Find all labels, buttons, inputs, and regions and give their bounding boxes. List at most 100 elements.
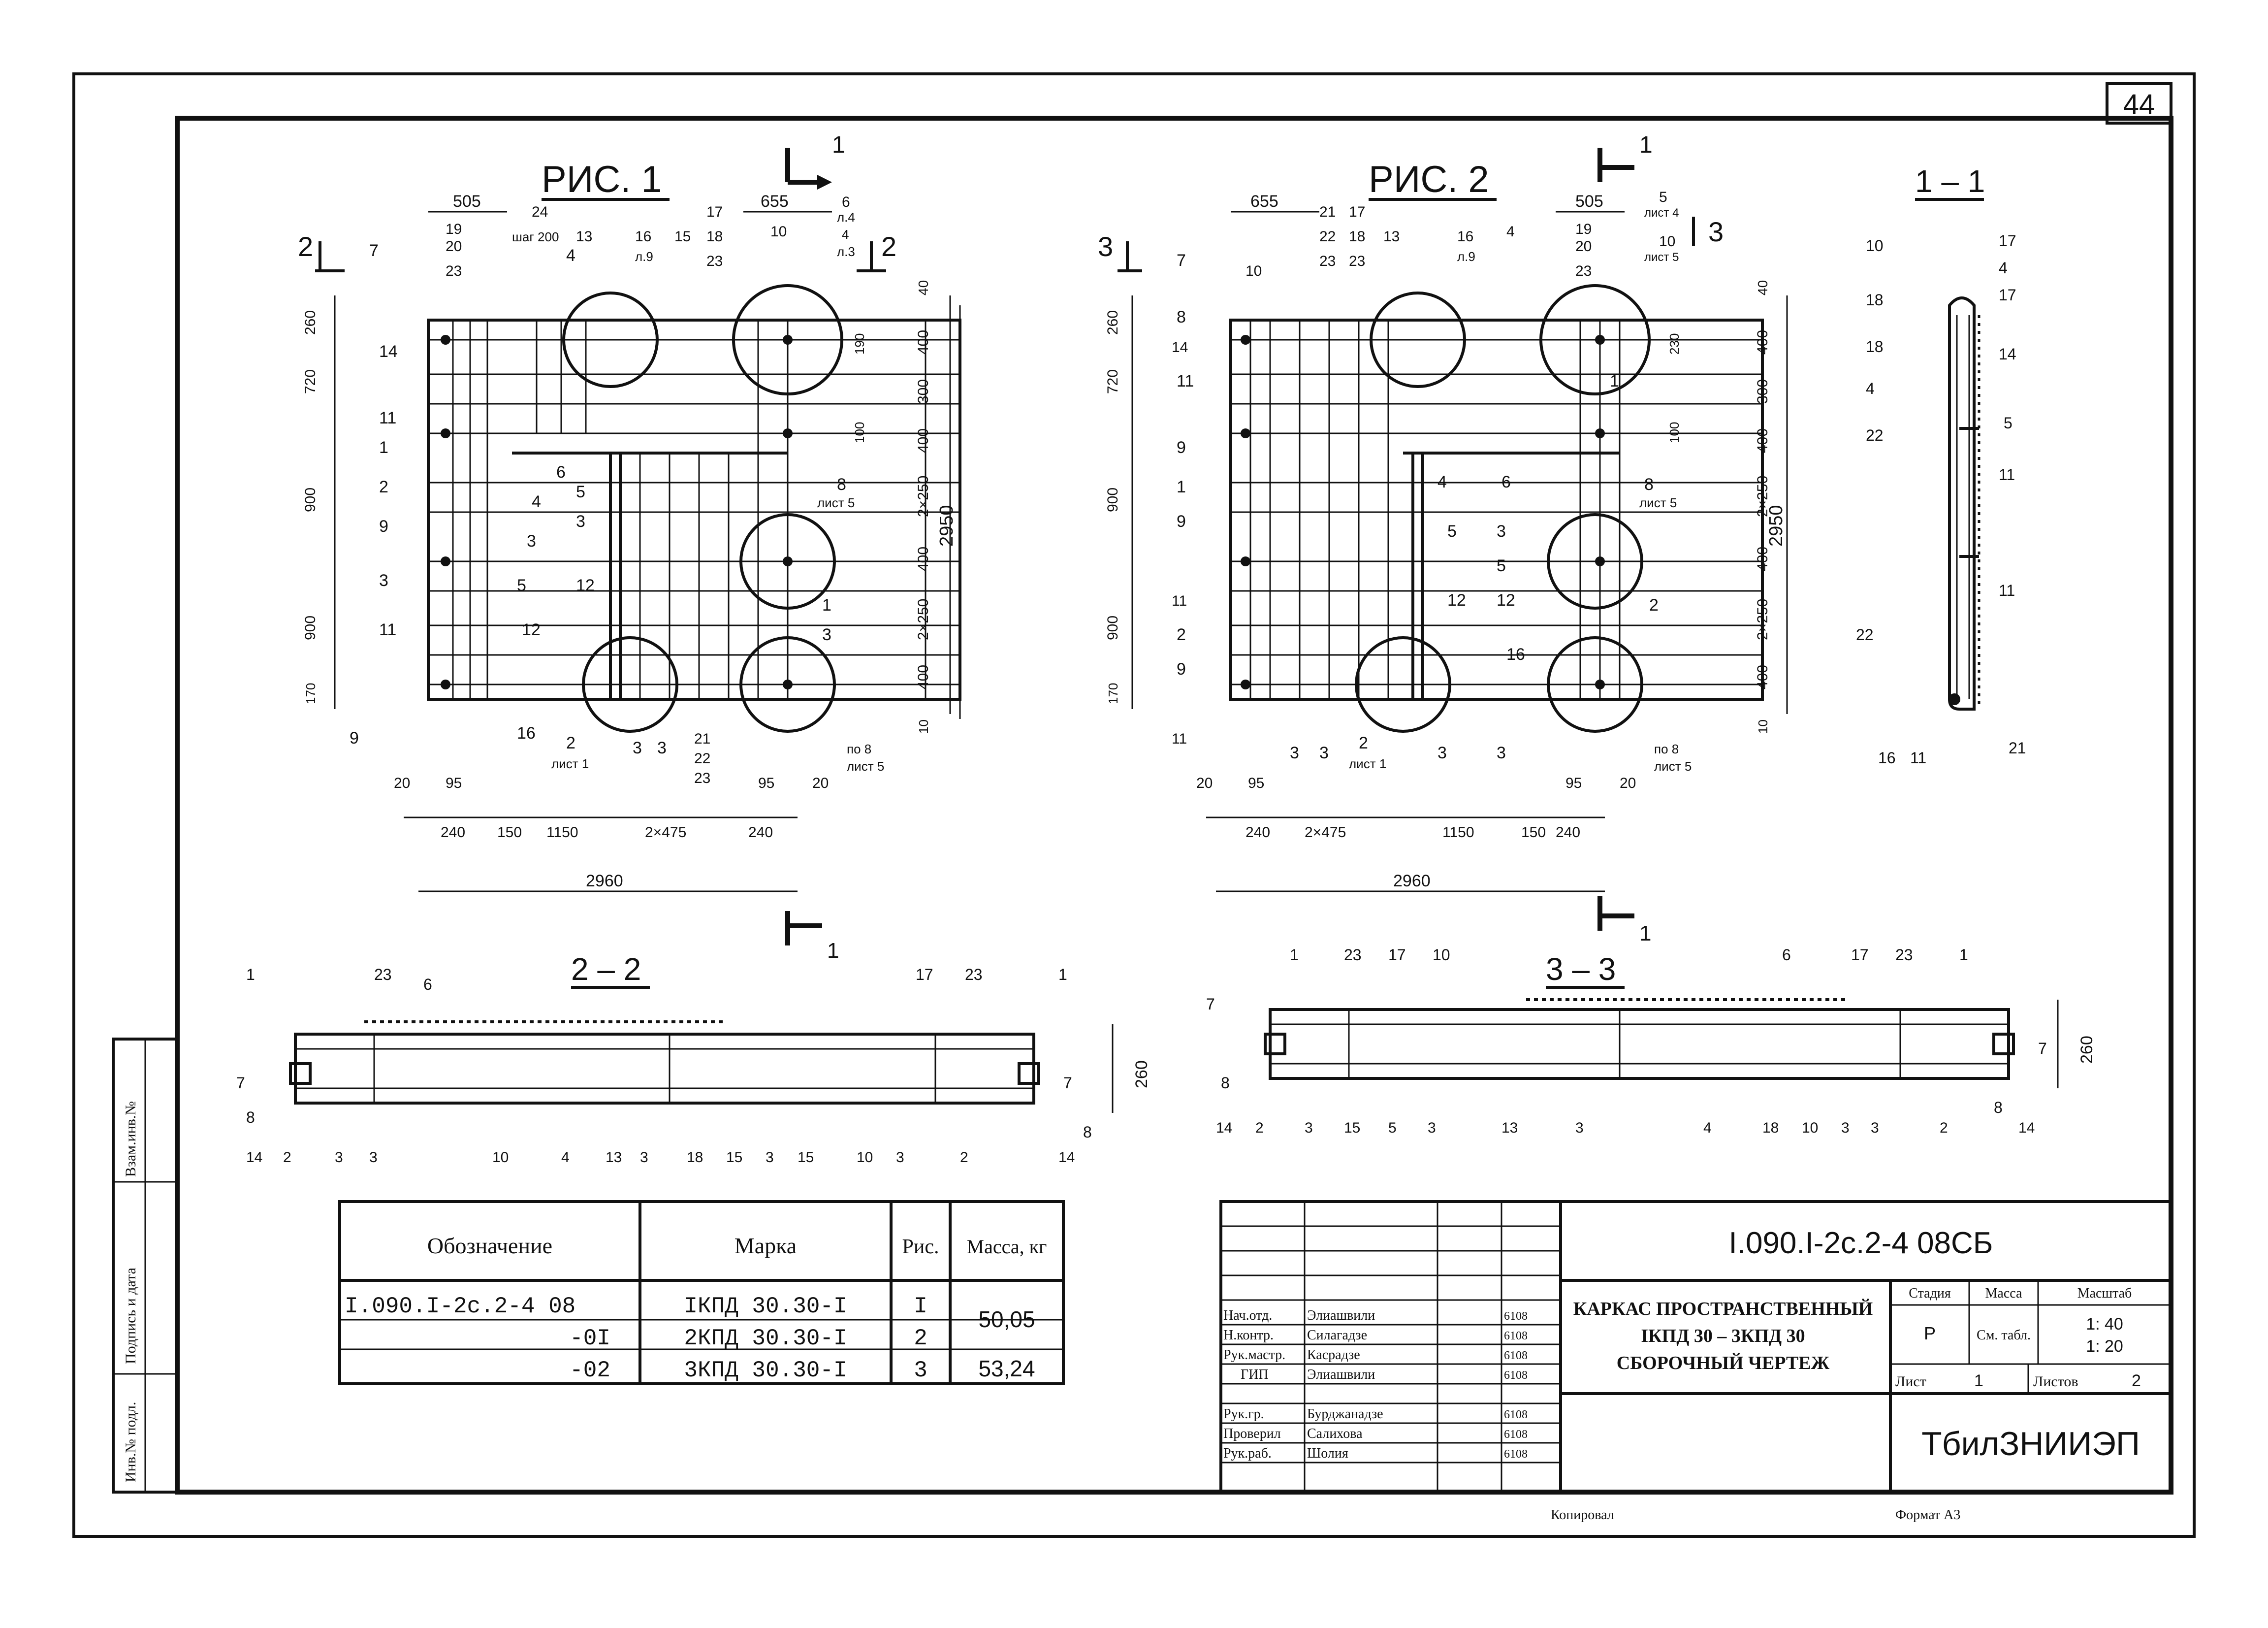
sig-role-3: Рук.мастр. [1223,1347,1285,1363]
copied-by-label: Копировал [1551,1507,1614,1523]
spec-row3-mass: 53,24 [978,1356,1035,1381]
fig2-pos-12b: 12 [1497,591,1515,610]
fig2-note-sheet5: лист 5 [1644,251,1679,264]
title-scale-header: Масштаб [2077,1286,2132,1301]
spec-row1-fig: I [914,1294,927,1319]
fig1-pos-2: 2 [379,478,388,496]
fig1-dim-top-655: 655 [761,192,789,211]
fig1-dim-bottom-1150: 1150 [546,824,578,841]
title-name-line3: СБОРОЧНЫЙ ЧЕРТЕЖ [1617,1353,1830,1373]
fig1-dim-right-2x250a: 2×250 [915,476,931,517]
fig2-dim-right-10: 10 [1756,719,1770,734]
fig1-pos-3b: 3 [576,512,585,531]
fig1-title: РИС. 1 [542,159,662,200]
title-stage: Р [1924,1323,1936,1343]
fig1-pos-5b: 5 [576,483,585,501]
fig1-pos-11a: 11 [379,409,396,427]
section22-pos-7b: 7 [1063,1074,1072,1092]
fig2-dim-bottom-2x475: 2×475 [1305,824,1346,841]
section33-pos-15: 15 [1344,1120,1360,1136]
fig2-title: РИС. 2 [1369,159,1489,200]
section22-pos-2b: 2 [960,1149,968,1166]
section11-pos-18b: 18 [1866,338,1884,356]
section22-pos-13: 13 [606,1149,622,1166]
fig1-note-16: 16 [635,228,651,245]
section33-pos-23b: 23 [1895,946,1913,964]
fig1-note-15: 15 [674,228,691,245]
section11-pos-14: 14 [1999,345,2016,363]
sig-date-6: 6108 [1504,1428,1528,1441]
section22-pos-14a: 14 [246,1149,262,1166]
fig1-pos-3f: 3 [657,739,667,757]
title-sheets-label: Листов [2033,1373,2078,1390]
section33-pos-7b: 7 [2038,1040,2047,1057]
section33-pos-8b: 8 [1994,1099,2003,1116]
fig2-dim-top-19: 19 [1575,221,1592,237]
title-sheet-no: 1 [1974,1371,1983,1390]
fig2-dim-top-20: 20 [1575,238,1592,255]
section22-pos-17: 17 [916,966,933,983]
fig1-dim-bottom-95b: 95 [758,775,774,791]
section22-height: 260 [1132,1060,1151,1088]
fig1-dim-right-40: 40 [916,280,931,295]
sig-name-6: Салихова [1307,1426,1363,1441]
fig1-pos-2b: 2 [566,734,575,752]
section33-pos-3e: 3 [1871,1120,1879,1136]
fig1-pos-16: 16 [517,724,536,743]
fig2-pos-10: 10 [1246,263,1262,279]
fig2-dim-bottom-95a: 95 [1248,775,1264,791]
spec-row3-fig: 3 [914,1358,927,1383]
fig1-dim-top-23b: 23 [706,253,723,269]
section33-pos-14a: 14 [1216,1120,1232,1136]
fig1-dim-top-23a: 23 [446,263,462,279]
fig1-sheetref-2: лист 1 [551,756,589,771]
fig2-pos-6: 6 [1501,473,1511,491]
fig1-pos-5a: 5 [517,576,526,595]
fig1-pos-1b: 1 [822,596,831,615]
figure-2-plan: РИС. 2 1 3 3 [1098,132,1788,945]
section33-pos-18: 18 [1762,1120,1779,1136]
section11-pos-18a: 18 [1866,291,1884,309]
spec-row2-mark: 2КПД 30.30-I [684,1326,847,1351]
fig1-pos-14: 14 [379,342,398,361]
fig1-dim-left-720: 720 [302,369,319,394]
title-name-line1: КАРКАС ПРОСТРАНСТВЕННЫЙ [1573,1299,1873,1319]
fig1-dim-left-170: 170 [303,683,318,704]
sig-role-4: ГИП [1241,1367,1269,1382]
title-sheet-label: Лист [1895,1373,1926,1390]
fig1-pos-11b: 11 [379,620,396,639]
fig2-pos-9b: 9 [1177,512,1186,531]
fig2-dim-right-100: 100 [1667,422,1682,443]
section22-pos-7a: 7 [236,1074,245,1092]
fig1-dim-top-505: 505 [453,192,481,211]
spec-header-fig: Рис. [902,1236,939,1258]
section33-pos-3d: 3 [1841,1120,1850,1136]
sig-role-7: Рук.раб. [1223,1446,1272,1461]
section-2-2: 2 – 2 260 1 23 6 17 23 1 7 8 7 8 14 2 3 … [236,951,1151,1166]
section22-pos-8a: 8 [246,1108,255,1126]
fig2-note-13: 13 [1383,228,1400,245]
fig2-dim-bottom-240b: 240 [1556,824,1580,841]
spec-row3-designation: -02 [570,1358,610,1383]
fig2-pos-14: 14 [1172,339,1188,356]
sig-name-5: Бурджанадзе [1307,1406,1383,1422]
section33-pos-1a: 1 [1290,946,1299,964]
fig1-dim-right-400c: 400 [915,547,931,571]
fig1-pos-12a: 12 [522,620,541,639]
section22-pos-4: 4 [561,1149,570,1166]
sig-role-5: Рук.гр. [1223,1406,1264,1422]
fig2-pos-4: 4 [1437,473,1447,491]
sig-date-2: 6108 [1504,1330,1528,1342]
fig1-dim-bottom-20a: 20 [394,775,410,791]
fig2-dim-bottom-20a: 20 [1196,775,1213,791]
fig1-dim-right-10: 10 [916,719,931,734]
fig2-pos-9a: 9 [1177,438,1186,457]
sig-role-2: Н.контр. [1223,1328,1274,1343]
fig2-pos-5a: 5 [1447,522,1457,541]
fig1-dim-left-900b: 900 [302,616,319,640]
section33-pos-13: 13 [1501,1120,1518,1136]
title-sheets-total: 2 [2132,1371,2141,1390]
section22-pos-23a: 23 [374,966,392,983]
section22-title: 2 – 2 [571,951,641,987]
